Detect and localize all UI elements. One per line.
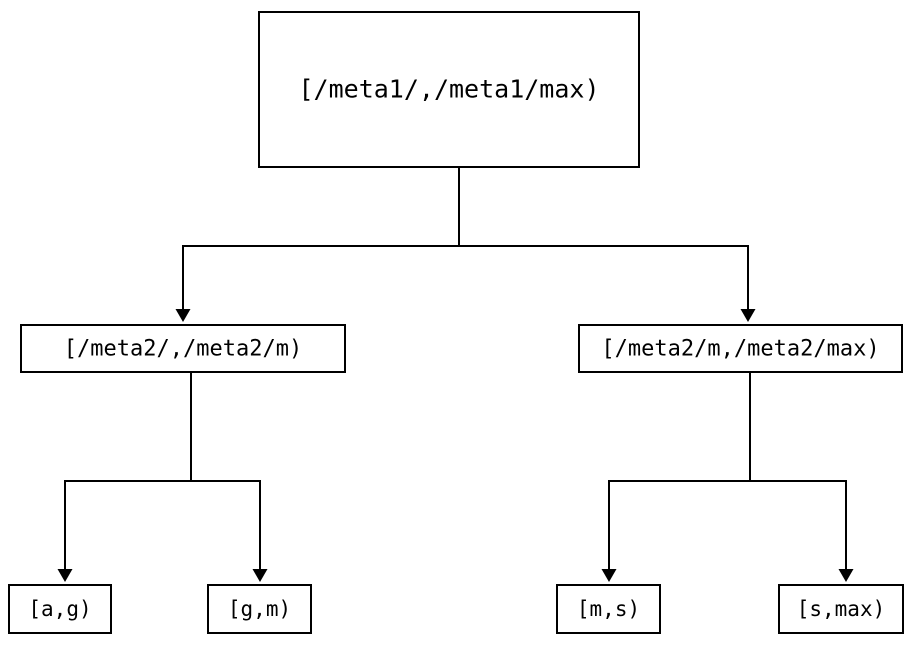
tree-edge [57,373,193,582]
arrowhead-down-icon [252,569,268,582]
edge-line [607,373,752,569]
tree-edge [189,373,268,582]
edges-layer [57,168,854,582]
tree-node[interactable]: [/meta2/m,/meta2/max) [578,324,903,373]
tree-node[interactable]: [s,max) [778,584,904,634]
tree-edge [175,168,461,322]
arrowhead-down-icon [601,569,617,582]
nodes-layer: [/meta1/,/meta1/max) [/meta2/,/meta2/m) [/… [8,11,904,634]
tree-edge [601,373,752,582]
tree-node[interactable]: [m,s) [556,584,661,634]
node-label: [m,s) [577,597,640,621]
node-box[interactable] [207,584,312,634]
node-box[interactable] [556,584,661,634]
node-label: [s,max) [797,597,886,621]
tree-edge [457,168,756,322]
arrowhead-down-icon [838,569,854,582]
tree-node[interactable]: [/meta2/,/meta2/m) [20,324,346,373]
node-label: [/meta2/,/meta2/m) [64,337,302,362]
node-box[interactable] [578,324,903,373]
edge-line [457,168,750,309]
edge-line [189,373,262,569]
node-label: [a,g) [28,597,91,621]
tree-node[interactable]: [a,g) [8,584,112,634]
node-label: [g,m) [228,597,291,621]
arrowhead-down-icon [175,309,191,322]
edge-line [748,373,848,569]
node-box[interactable] [778,584,904,634]
edge-line [181,168,461,309]
node-box[interactable] [8,584,112,634]
node-label: [/meta1/,/meta1/max) [298,75,599,104]
arrowhead-down-icon [740,309,756,322]
tree-node[interactable]: [/meta1/,/meta1/max) [258,11,640,168]
tree-node[interactable]: [g,m) [207,584,312,634]
node-box[interactable] [258,11,640,168]
node-box[interactable] [20,324,346,373]
tree-edge [748,373,854,582]
edge-line [63,373,193,569]
node-label: [/meta2/m,/meta2/max) [601,337,879,362]
arrowhead-down-icon [57,569,73,582]
